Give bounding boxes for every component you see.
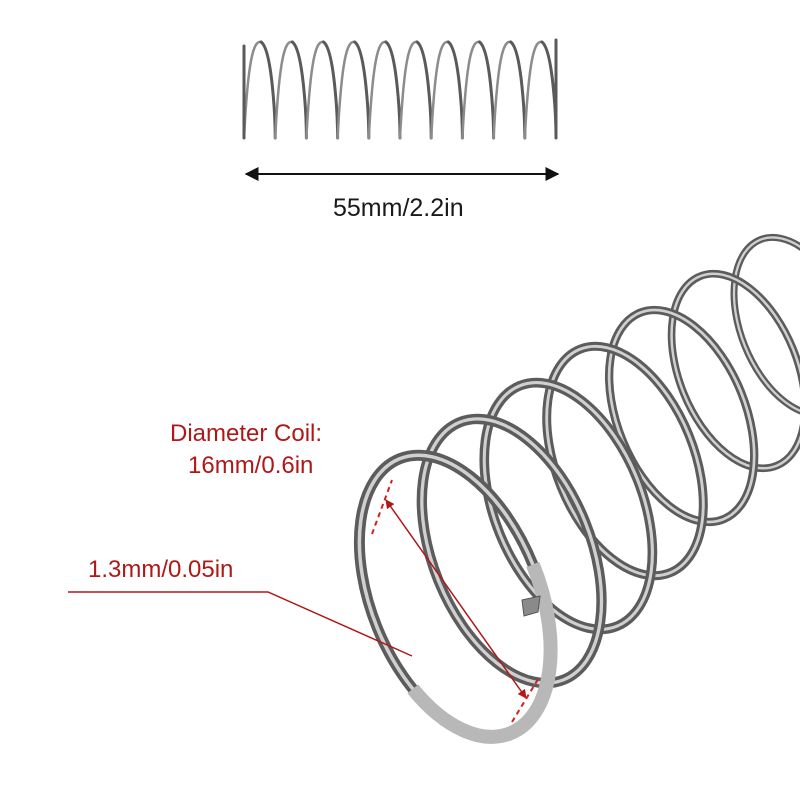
wire-diameter-leader: [68, 591, 413, 657]
large-spring: [352, 233, 800, 744]
coil-diameter-title: Diameter Coil:: [170, 420, 323, 447]
coil-diameter-line: [385, 499, 527, 699]
coil-diameter-tick-top: [371, 479, 393, 535]
wire-end: [521, 595, 541, 617]
coil-diameter-value: 16mm/0.6in: [188, 452, 314, 479]
wire-diameter-label: 1.3mm/0.05in: [88, 556, 234, 583]
small-spring: [242, 38, 558, 140]
length-label: 55mm/2.2in: [333, 194, 464, 222]
